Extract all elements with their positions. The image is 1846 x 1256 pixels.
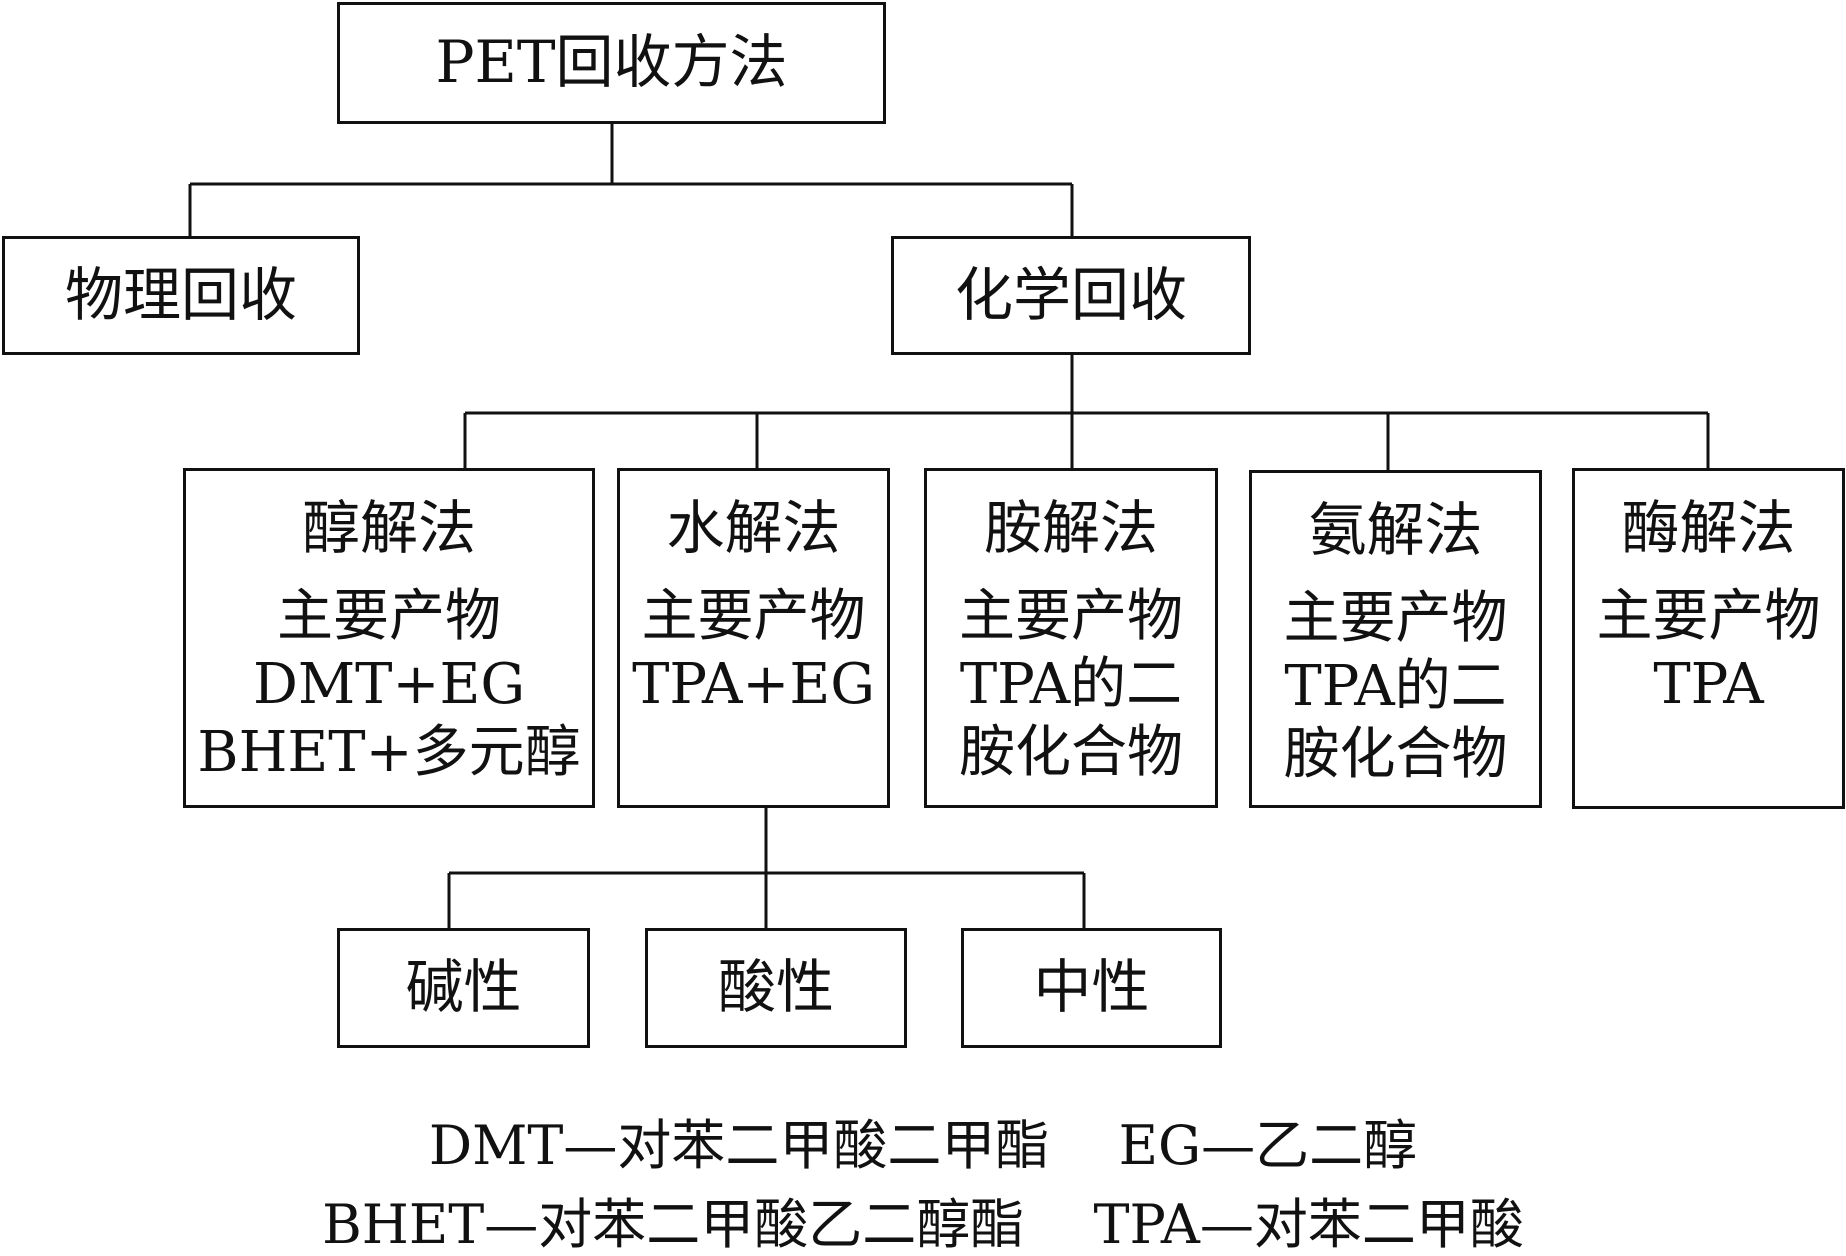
product-line: 主要产物 (641, 583, 866, 649)
hydrolysis-acidic-node: 酸性 (645, 928, 907, 1048)
method-aminolysis-node: 胺解法 主要产物 TPA的二 胺化合物 (924, 468, 1218, 808)
physical-recycling-label: 物理回收 (64, 260, 297, 329)
product-line: TPA+EG (632, 652, 875, 718)
hydrolysis-neutral-node: 中性 (961, 928, 1222, 1048)
physical-recycling-node: 物理回收 (2, 236, 360, 355)
product-line: 主要产物 (959, 583, 1183, 649)
method-title: 氨解法 (1308, 496, 1483, 564)
method-title: 胺解法 (983, 494, 1158, 562)
hydrolysis-type-label: 碱性 (405, 953, 522, 1022)
product-line: 主要产物 (1596, 583, 1821, 649)
legend-line-2: BHET—对苯二甲酸乙二醇酯 TPA—对苯二甲酸 (0, 1193, 1846, 1256)
chemical-recycling-node: 化学回收 (891, 236, 1251, 355)
product-line: 胺化合物 (959, 720, 1183, 786)
product-line: TPA的二 (1284, 654, 1507, 720)
legend-item: BHET—对苯二甲酸乙二醇酯 (322, 1193, 1025, 1256)
product-line: BHET+多元醇 (197, 720, 581, 786)
method-enzymolysis-node: 酶解法 主要产物 TPA (1572, 468, 1845, 809)
method-title: 酶解法 (1621, 494, 1796, 562)
product-line: TPA (1653, 652, 1764, 718)
root-label: PET回收方法 (435, 28, 788, 97)
method-title: 水解法 (666, 494, 841, 562)
method-ammonolysis-node: 氨解法 主要产物 TPA的二 胺化合物 (1249, 470, 1542, 808)
hydrolysis-type-label: 中性 (1033, 953, 1150, 1022)
product-line: 胺化合物 (1283, 722, 1508, 788)
hydrolysis-type-label: 酸性 (717, 953, 834, 1022)
product-line: 主要产物 (1283, 585, 1508, 651)
root-node: PET回收方法 (337, 2, 886, 124)
method-alcoholysis-node: 醇解法 主要产物 DMT+EG BHET+多元醇 (183, 468, 595, 808)
hydrolysis-alkaline-node: 碱性 (337, 928, 590, 1048)
product-line: 主要产物 (277, 583, 501, 649)
legend-item: EG—乙二醇 (1118, 1114, 1418, 1177)
product-line: DMT+EG (252, 652, 526, 718)
method-hydrolysis-node: 水解法 主要产物 TPA+EG (617, 468, 890, 808)
product-line: TPA的二 (959, 652, 1183, 718)
legend-item: DMT—对苯二甲酸二甲酯 (428, 1114, 1050, 1177)
legend-item: TPA—对苯二甲酸 (1093, 1193, 1524, 1256)
chemical-recycling-label: 化学回收 (954, 260, 1187, 329)
legend-line-1: DMT—对苯二甲酸二甲酯 EG—乙二醇 (0, 1114, 1846, 1177)
method-title: 醇解法 (301, 494, 476, 562)
